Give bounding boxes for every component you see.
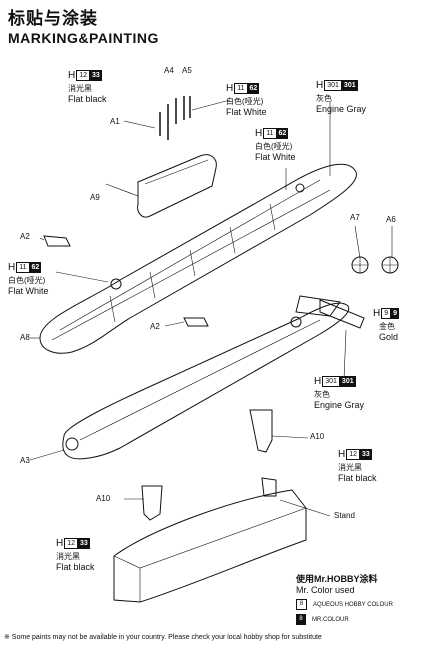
legend-subtitle: Mr. Color used [296,585,355,595]
periscopes [159,96,191,140]
title-en: MARKING&PAINTING [8,30,159,46]
paint-legend: 使用Mr.HOBBY涂料 Mr. Color used 8 AQUEOUS HO… [296,572,418,625]
part-label-a5: A5 [182,66,192,75]
part-label-a2-top: A2 [20,232,30,241]
part-label-a8: A8 [20,333,30,342]
part-label-a2-mid: A2 [150,322,160,331]
legend-aqueous: 8 AQUEOUS HOBBY COLOUR [296,599,418,610]
part-label-stand: Stand [334,511,355,520]
upper-hull [39,163,357,354]
stand-base [113,489,307,603]
part-label-a7: A7 [350,213,360,222]
part-label-a3: A3 [20,456,30,465]
part-label-a4: A4 [164,66,174,75]
legend-title: 使用Mr.HOBBY涂料 [296,574,378,584]
sail-a9 [137,154,217,218]
part-label-a1: A1 [110,117,120,126]
legend-mr-colour: 8 MR.COLOUR [296,614,418,625]
part-label-a10-left: A10 [96,494,111,503]
part-label-a10-right: A10 [310,432,325,441]
footer-note: ※ Some paints may not be available in yo… [4,634,322,641]
title-cn: 标贴与涂装 [8,9,98,28]
part-label-a6: A6 [386,215,396,224]
part-label-a9: A9 [90,193,100,202]
lower-hull [62,302,350,460]
